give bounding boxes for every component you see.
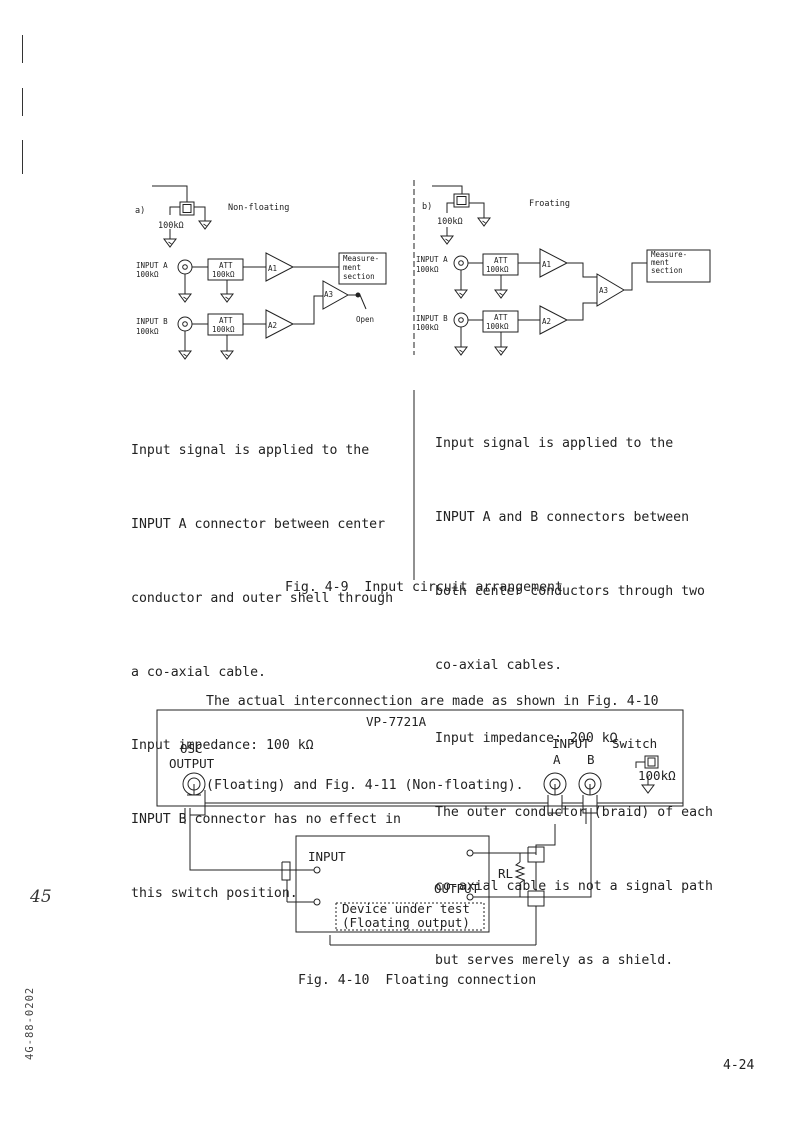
- dut-input-label: INPUT: [308, 849, 346, 864]
- text-line: The actual interconnection are made as s…: [206, 694, 659, 709]
- dut-output-label: OUTPUT: [434, 881, 480, 896]
- panel-b-att-b-res: 100kΩ: [486, 322, 509, 331]
- panel-a-att-b-res: 100kΩ: [212, 325, 235, 334]
- panel-a-meas-3: section: [343, 272, 375, 281]
- text-line: Input signal is applied to the: [131, 443, 370, 459]
- text-line: a co-axial cable.: [131, 664, 266, 680]
- panel-b-att-b: ATT: [494, 313, 508, 322]
- text-line: conductor and outer shell through: [131, 590, 394, 606]
- switch-res-label: 100kΩ: [638, 768, 676, 783]
- panel-b-amp-a1: A1: [542, 260, 551, 269]
- panel-a-input-a-res: 100kΩ: [136, 270, 159, 279]
- panel-a-switch-res: 100kΩ: [158, 221, 184, 231]
- page-number: 4-24: [723, 1058, 755, 1073]
- text-line: co-axial cables.: [435, 657, 563, 673]
- intro-paragraph: The actual interconnection are made as s…: [206, 632, 659, 828]
- panel-b-meas-2: ment: [651, 258, 669, 267]
- text-line: INPUT A and B connectors between: [435, 509, 690, 525]
- panel-b-input-b-label: INPUT B: [416, 314, 448, 323]
- scan-edge-mark: [22, 140, 23, 174]
- panel-a-att-a: ATT: [219, 261, 233, 270]
- input-label: INPUT: [552, 736, 590, 751]
- fig-4-10-caption: Fig. 4-10 Floating connection: [298, 973, 537, 988]
- panel-b-tag: b): [422, 202, 432, 212]
- panel-a-amp-a3: A3: [324, 290, 333, 299]
- text-line: INPUT A connector between center: [131, 516, 386, 532]
- panel-a-amp-a2: A2: [268, 321, 277, 330]
- text-line: The outer conductor (braid) of each: [435, 805, 713, 821]
- panel-a-meas-2: ment: [343, 263, 361, 272]
- panel-b-meas-3: section: [651, 266, 683, 275]
- panel-a-tag: a): [135, 206, 145, 216]
- vp-7721a-label: VP-7721A: [366, 714, 427, 729]
- rl-label: RL: [498, 866, 514, 881]
- fig-4-9-caption: Fig. 4-9 Input circuit arrangement: [285, 580, 563, 595]
- fig-4-9-diagram: a) Non-floating 100kΩ INPUT A 100kΩ ATT …: [135, 180, 711, 580]
- handwritten-margin-note: 45: [30, 887, 52, 907]
- dut-type-label: (Floating output): [342, 915, 470, 930]
- scan-edge-mark: [22, 35, 23, 63]
- panel-b-amp-a3: A3: [599, 286, 608, 295]
- text-line: (Floating) and Fig. 4-11 (Non-floating).: [206, 778, 524, 793]
- panel-b-mode: Froating: [529, 199, 570, 209]
- panel-a-input-b-path: [177, 280, 367, 360]
- panel-a-input-a-label: INPUT A: [136, 261, 168, 270]
- panel-a-amp-a1: A1: [268, 264, 277, 273]
- panel-a-switch: [152, 185, 212, 248]
- panel-a-input-b-res: 100kΩ: [136, 327, 159, 336]
- panel-a-input-a-path: [177, 252, 387, 303]
- panel-b-att-a: ATT: [494, 256, 508, 265]
- panel-a-mode: Non-floating: [228, 203, 289, 213]
- text-line: this switch position.: [131, 885, 298, 901]
- document-stamp: 4G-88-0202: [24, 986, 36, 1060]
- dut-name-label: Device under test: [342, 901, 470, 916]
- panel-b-input-b-res: 100kΩ: [416, 323, 439, 332]
- scan-edge-mark: [22, 88, 23, 116]
- osc-label: OSC: [180, 741, 203, 756]
- panel-b-amp-a2: A2: [542, 317, 551, 326]
- input-a-label: A: [553, 752, 561, 767]
- switch-label: Switch: [612, 736, 658, 751]
- osc-output-label: OUTPUT: [169, 756, 215, 771]
- panel-b-input-a-res: 100kΩ: [416, 265, 439, 274]
- panel-b-switch-res: 100kΩ: [437, 217, 463, 227]
- panel-b-input-b-path: [453, 249, 711, 356]
- text-line: Input signal is applied to the: [435, 436, 674, 452]
- panel-b-input-a-path: [453, 248, 597, 299]
- panel-b-switch: [432, 185, 491, 245]
- panel-b-input-a-label: INPUT A: [416, 255, 448, 264]
- panel-a-input-b-label: INPUT B: [136, 317, 168, 326]
- panel-a-open: Open: [356, 315, 374, 324]
- text-line: but serves merely as a shield.: [435, 952, 674, 968]
- panel-a-att-b: ATT: [219, 316, 233, 325]
- panel-b-att-a-res: 100kΩ: [486, 265, 509, 274]
- panel-a-meas-1: Measure-: [343, 254, 379, 263]
- panel-b-meas-1: Measure-: [651, 250, 687, 259]
- input-b-label: B: [587, 752, 595, 767]
- text-line: both center conductors through two: [435, 583, 705, 599]
- panel-a-att-a-res: 100kΩ: [212, 270, 235, 279]
